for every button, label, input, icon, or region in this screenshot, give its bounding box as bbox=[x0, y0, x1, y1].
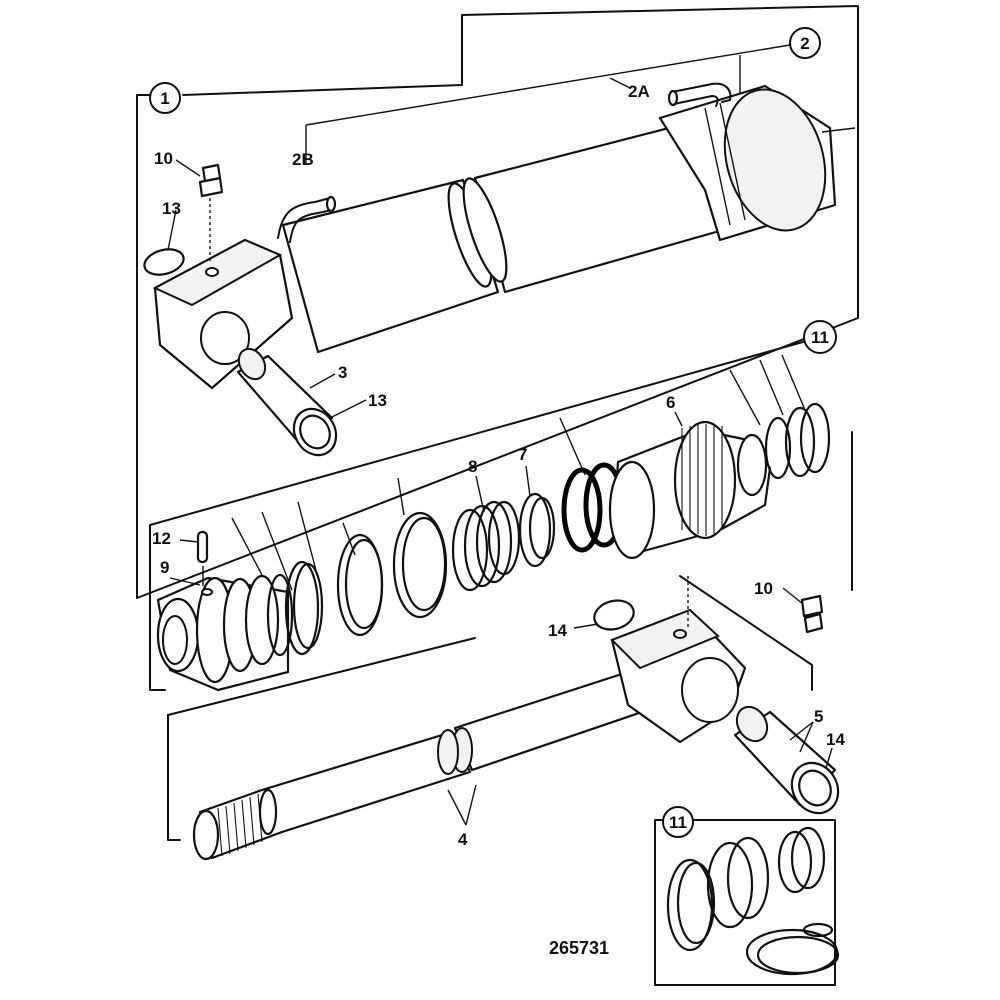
seal-kit-inset-parts bbox=[666, 826, 840, 976]
callout-10-upper: 10 bbox=[154, 149, 173, 168]
callout-10-lower: 10 bbox=[754, 579, 773, 598]
spring-seal-8 bbox=[451, 500, 521, 592]
callout-12: 12 bbox=[152, 529, 171, 548]
callout-7: 7 bbox=[518, 445, 527, 464]
pin-12 bbox=[196, 530, 209, 586]
callout-8: 8 bbox=[468, 457, 477, 476]
callout-circle-1 bbox=[149, 82, 181, 114]
piston-ring-a bbox=[764, 416, 792, 480]
callout-9: 9 bbox=[160, 558, 169, 577]
rod-group-boundary bbox=[167, 637, 476, 716]
callout-3: 3 bbox=[338, 363, 347, 382]
piston-rod bbox=[192, 608, 747, 861]
o-ring-bold-1 bbox=[561, 467, 603, 553]
seal-ring-a bbox=[284, 560, 320, 656]
gland-nut bbox=[156, 573, 294, 692]
seal-kit-11-boundary bbox=[149, 524, 166, 691]
seal-kit-inset-box bbox=[654, 819, 836, 986]
callout-5: 5 bbox=[814, 707, 823, 726]
callout-circle-2 bbox=[789, 27, 821, 59]
callout-2b: 2B bbox=[292, 150, 314, 169]
piston-6 bbox=[608, 420, 772, 560]
callout-14-lower: 14 bbox=[826, 730, 845, 749]
callout-11: 11 bbox=[811, 328, 829, 347]
callout-4: 4 bbox=[458, 830, 468, 849]
callout-14-upper: 14 bbox=[548, 621, 567, 640]
callout-13-lower: 13 bbox=[368, 391, 387, 410]
callout-circle-11-inset bbox=[662, 806, 694, 838]
callout-2: 2 bbox=[800, 34, 809, 53]
assembly-1-boundary bbox=[136, 5, 859, 599]
spacer-7 bbox=[518, 492, 556, 568]
callout-13-upper: 13 bbox=[162, 199, 181, 218]
bush-14-upper bbox=[593, 599, 635, 631]
callout-1: 1 bbox=[160, 89, 169, 108]
figure-number: 265731 bbox=[549, 938, 609, 958]
callout-circle-11 bbox=[803, 320, 837, 354]
callout-2a: 2A bbox=[628, 82, 650, 101]
callout-11-inset: 11 bbox=[669, 813, 687, 832]
pin-bush-5 bbox=[733, 705, 840, 815]
cylinder-barrel bbox=[143, 82, 856, 457]
grease-nipple-lower bbox=[800, 594, 824, 634]
callout-6: 6 bbox=[666, 393, 675, 412]
